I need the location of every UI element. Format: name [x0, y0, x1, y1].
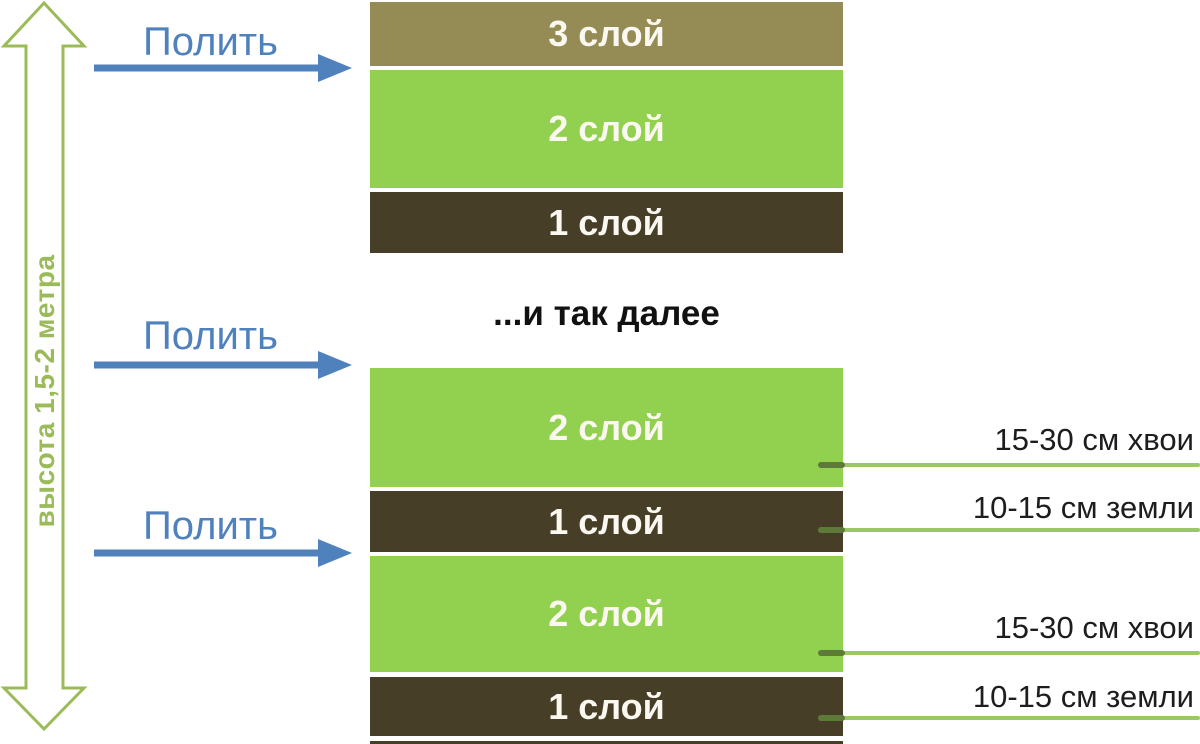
watering-label-2: Полить: [143, 314, 278, 358]
callout-label-needles-2: 15-30 см хвои: [994, 610, 1194, 645]
callout-label-soil-1: 10-15 см земли: [972, 490, 1194, 525]
height-arrow-shape: [0, 0, 88, 732]
layer-label: 3 слой: [548, 13, 665, 54]
top-layer-3-bar: 3 слой: [370, 2, 843, 66]
watering-arrow-icon-1: [94, 54, 352, 82]
layer-label: 2 слой: [548, 593, 665, 634]
layer-label: 2 слой: [548, 406, 665, 448]
layer-label: 1 слой: [548, 500, 665, 542]
callout-line-cap-2: [818, 527, 845, 533]
watering-label-3: Полить: [143, 504, 278, 548]
callout-line-4: [820, 716, 1200, 720]
callout-line-cap-3: [818, 650, 845, 656]
callout-label-soil-2: 10-15 см земли: [972, 679, 1194, 714]
callout-line-2: [820, 528, 1200, 532]
watering-label-1: Полить: [143, 20, 278, 64]
callout-line-1: [820, 463, 1200, 467]
top-layer-1-bar: 1 слой: [370, 192, 843, 253]
callout-line-3: [820, 651, 1200, 655]
layer-label: 1 слой: [548, 201, 665, 243]
ellipsis-title: ...и так далее: [493, 294, 720, 333]
bottom-layer-2-bar-lower: 2 слой: [370, 556, 843, 672]
bottom-layer-1-bar-upper: 1 слой: [370, 491, 843, 552]
watering-arrow-icon-2: [94, 351, 352, 379]
height-double-arrow-icon: [0, 0, 88, 732]
top-layer-2-bar: 2 слой: [370, 70, 843, 188]
height-arrow-label: высота 1,5-2 метра: [29, 254, 60, 528]
callout-line-cap-4: [818, 715, 845, 721]
bottom-layer-2-bar-upper: 2 слой: [370, 368, 843, 487]
callout-label-needles-1: 15-30 см хвои: [994, 422, 1194, 457]
layer-label: 1 слой: [548, 685, 665, 727]
layer-label: 2 слой: [548, 108, 665, 149]
bottom-edge-strip: [370, 741, 843, 744]
watering-arrow-icon-3: [94, 539, 352, 567]
callout-line-cap-1: [818, 462, 845, 468]
bottom-layer-1-bar-lower: 1 слой: [370, 677, 843, 736]
